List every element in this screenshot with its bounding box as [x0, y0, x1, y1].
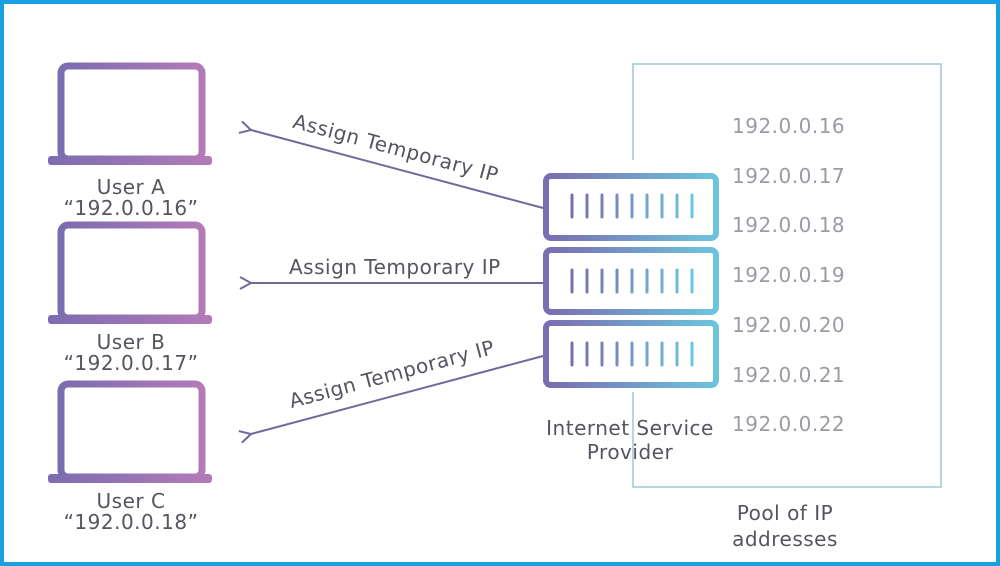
pool-ip-address: 192.0.0.17 [732, 164, 846, 188]
pool-ip-address: 192.0.0.22 [732, 412, 846, 436]
pool-ip-address: 192.0.0.21 [732, 363, 846, 387]
user-c-name: User C [96, 489, 166, 513]
server-icon [543, 173, 719, 388]
pool-label-line-2: addresses [732, 527, 838, 551]
pool-ip-address: 192.0.0.18 [732, 213, 846, 237]
pool-label-line-1: Pool of IP [736, 501, 834, 525]
user-c-ip: “192.0.0.18” [63, 510, 199, 534]
pool-label: Pool of IP addresses [700, 500, 870, 552]
ip-pool-box [632, 63, 942, 488]
isp-label-line-2: Provider [586, 440, 674, 464]
laptop-icon-user-b [48, 221, 212, 324]
pool-ip-address: 192.0.0.16 [732, 114, 846, 138]
isp-label: Internet Service Provider [530, 416, 730, 464]
pool-ip-address: 192.0.0.19 [732, 263, 846, 287]
arrow-to-user-a [251, 130, 544, 209]
user-b-ip: “192.0.0.17” [63, 351, 199, 375]
laptop-icon-user-a [48, 62, 212, 165]
user-a-name: User A [96, 175, 166, 199]
arrow-label-user-b: Assign Temporary IP [289, 255, 501, 279]
arrow-to-user-c [251, 355, 544, 434]
pool-ip-address: 192.0.0.20 [732, 313, 846, 337]
laptop-icon-user-c [48, 380, 212, 483]
user-a-ip: “192.0.0.16” [63, 196, 199, 220]
isp-label-line-1: Internet Service [546, 416, 714, 440]
user-b-name: User B [96, 330, 166, 354]
